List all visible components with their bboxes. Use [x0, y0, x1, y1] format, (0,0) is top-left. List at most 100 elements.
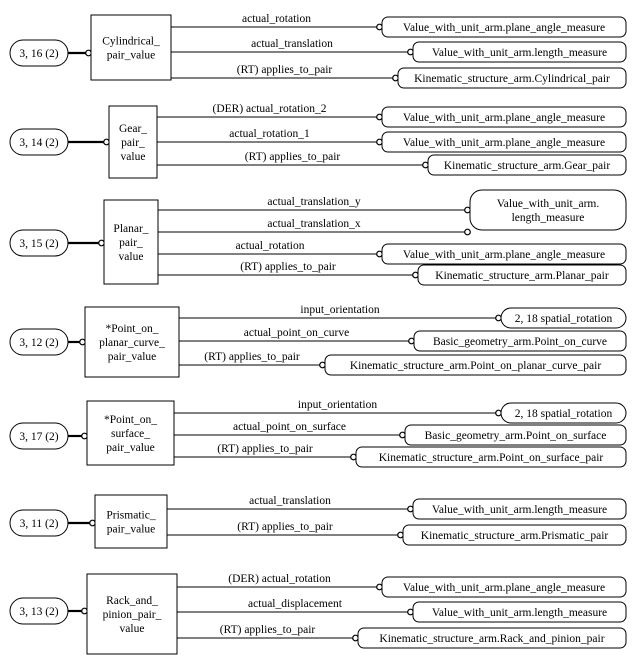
entity-name-line: pair_ [121, 137, 145, 149]
entity-target[interactable]: Kinematic_structure_arm.Point_on_planar_… [324, 354, 627, 376]
entity-box-outline [103, 199, 159, 285]
entity-target[interactable]: Value_with_unit_arm.length_measure [412, 498, 627, 520]
attribute-relation[interactable]: actual_translation Value_with_unit_arm.le… [171, 38, 627, 63]
type-reference-target[interactable]: 2, 18 spatial_rotation [500, 307, 627, 329]
entity-target[interactable]: Basic_geometry_arm.Point_on_curve [413, 330, 627, 352]
target-outline [381, 131, 627, 153]
attribute-relation[interactable]: actual_rotation_1Value_with_unit_arm.pla… [157, 128, 627, 153]
entity-box[interactable]: *Point_on_surface_pair_value [86, 400, 175, 466]
page-reference[interactable]: 3, 15 (2) [9, 229, 69, 257]
attribute-relation[interactable]: (RT) applies_to_pairKinematic_structure_… [167, 521, 627, 546]
page-reference-label: 3, 11 (2) [20, 518, 59, 530]
page-reference[interactable]: 3, 13 (2) [9, 597, 69, 625]
entity-box-outline [84, 306, 180, 378]
target-outline [412, 498, 627, 520]
attribute-line-circle [376, 250, 383, 258]
attribute-line-circle [376, 138, 383, 146]
target-label: Value_with_unit_arm.plane_angle_measure [403, 112, 605, 124]
attribute-relation[interactable]: actual_rotationValue_with_unit_arm.plane… [171, 13, 627, 38]
entity-name-line: pair_value [107, 50, 156, 62]
page-reference[interactable]: 3, 12 (2) [9, 328, 69, 356]
page-reference[interactable]: 3, 11 (2) [9, 509, 69, 537]
target-label: Basic_geometry_arm.Point_on_curve [433, 336, 607, 348]
entity-target[interactable]: Value_with_unit_arm.plane_angle_measure [381, 16, 627, 38]
target-label: Value_with_unit_arm.plane_angle_measure [403, 22, 605, 34]
attribute-line-circle [407, 608, 414, 616]
attribute-relation[interactable]: (RT) applies_to_pairKinematic_structure_… [174, 443, 627, 468]
attribute-relation[interactable]: actual_translation Value_with_unit_arm.le… [167, 495, 627, 520]
page-reference-label: 3, 14 (2) [19, 137, 58, 149]
attribute-relation[interactable]: actual_point_on_surfaceBasic_geometry_ar… [174, 421, 627, 446]
entity-box[interactable]: Planar_pair_value [103, 199, 159, 285]
entity-target[interactable]: Value_with_unit_arm.length_measure [412, 41, 627, 63]
attribute-label: (RT) applies_to_pair [220, 624, 316, 636]
entity-target[interactable]: Basic_geometry_arm.Point_on_surface [404, 424, 627, 446]
page-reference-label: 3, 16 (2) [19, 48, 58, 60]
attribute-label: actual_displacement [248, 598, 343, 610]
target-outline [397, 67, 627, 89]
attribute-label: actual_point_on_curve [244, 327, 349, 339]
entity-target[interactable]: Kinematic_structure_arm.Cylindrical_pair [397, 67, 627, 89]
attribute-label: (RT) applies_to_pair [204, 351, 300, 363]
attribute-label: (DER) actual_rotation [228, 573, 331, 585]
type-reference-target[interactable]: 2, 18 spatial_rotation [500, 402, 627, 424]
target-label: Value_with_unit_arm. [497, 198, 600, 210]
target-label: Basic_geometry_arm.Point_on_surface [425, 430, 607, 442]
entity-box[interactable]: Cylindrical_pair_value [90, 14, 172, 81]
attribute-relation[interactable]: actual_displacement Value_with_unit_arm.l… [177, 598, 627, 623]
attribute-relation[interactable]: (RT) applies_to_pairKinematic_structure_… [171, 64, 627, 89]
attribute-line-circle [412, 271, 419, 279]
attribute-relation[interactable]: (RT) applies_to_pairKinematic_structure_… [177, 624, 627, 649]
entity-target[interactable]: Kinematic_structure_arm.Planar_pair [417, 264, 627, 286]
supertype-connector-circle [98, 239, 105, 247]
target-label: Kinematic_structure_arm.Point_on_planar_… [350, 360, 601, 372]
attribute-line-circle [352, 634, 359, 642]
target-label: Kinematic_structure_arm.Rack_and_pinion_… [379, 633, 604, 645]
entity-name-line: Gear_ [119, 123, 147, 135]
attribute-line-circle [397, 531, 404, 539]
entity-target[interactable]: Kinematic_structure_arm.Prismatic_pair [402, 524, 627, 546]
attribute-relation[interactable]: (DER) actual_rotation_2Value_with_unit_a… [157, 103, 627, 128]
attribute-relation[interactable]: actual_rotationValue_with_unit_arm.plane… [158, 240, 627, 265]
attribute-line-circle [464, 228, 471, 236]
attribute-label: actual_translation [251, 38, 333, 50]
target-label: Value_with_unit_arm.plane_angle_measure [403, 137, 605, 149]
type-reference-target[interactable]: Value_with_unit_arm.length_measure [469, 189, 627, 231]
target-outline [412, 601, 627, 623]
attribute-relation[interactable]: (RT) applies_to_pairKinematic_structure_… [158, 261, 627, 286]
entity-target[interactable]: Value_with_unit_arm.plane_angle_measure [381, 243, 627, 265]
attribute-relation[interactable]: actual_translation_x [158, 218, 471, 236]
attribute-label: (RT) applies_to_pair [245, 151, 341, 163]
target-outline [357, 627, 627, 649]
target-outline [413, 330, 627, 352]
entity-name-line: planar_curve_ [99, 337, 165, 349]
page-reference[interactable]: 3, 14 (2) [9, 128, 69, 156]
entity-box[interactable]: Rack_and_pinion_pair_value [86, 573, 178, 655]
entity-box[interactable]: Gear_pair_value [108, 105, 158, 179]
target-outline [402, 524, 627, 546]
attribute-relation[interactable]: (RT) applies_to_pairKinematic_structure_… [179, 351, 627, 376]
entity-group: 3, 11 (2)Prismatic_pair_valueactual_tran… [9, 494, 627, 549]
entity-target[interactable]: Kinematic_structure_arm.Point_on_surface… [355, 446, 627, 468]
attribute-relation[interactable]: actual_point_on_curveBasic_geometry_arm.… [179, 327, 627, 352]
entity-target[interactable]: Value_with_unit_arm.plane_angle_measure [381, 106, 627, 128]
supertype-connector-circle [89, 519, 96, 527]
target-label: 2, 18 spatial_rotation [515, 313, 613, 325]
entity-box[interactable]: *Point_on_planar_curve_pair_value [84, 306, 180, 378]
entity-target[interactable]: Value_with_unit_arm.length_measure [412, 601, 627, 623]
attribute-relation[interactable]: (RT) applies_to_pair Kinematic_structure_… [157, 151, 627, 176]
page-reference[interactable]: 3, 16 (2) [9, 39, 69, 67]
entity-group: 3, 13 (2)Rack_and_pinion_pair_value(DER)… [9, 573, 627, 655]
attribute-label: actual_translation [249, 495, 331, 507]
entity-name-line: value [119, 251, 144, 263]
attribute-relation[interactable]: (DER) actual_rotation Value_with_unit_arm… [177, 573, 627, 598]
entity-target[interactable]: Value_with_unit_arm.plane_angle_measure [381, 576, 627, 598]
entity-target[interactable]: Kinematic_structure_arm.Rack_and_pinion_… [357, 627, 627, 649]
entity-target[interactable]: Value_with_unit_arm.plane_angle_measure [381, 131, 627, 153]
page-reference[interactable]: 3, 17 (2) [9, 422, 69, 450]
entity-target[interactable]: Kinematic_structure_arm.Gear_pair [427, 154, 627, 176]
entity-box[interactable]: Prismatic_pair_value [94, 494, 168, 549]
